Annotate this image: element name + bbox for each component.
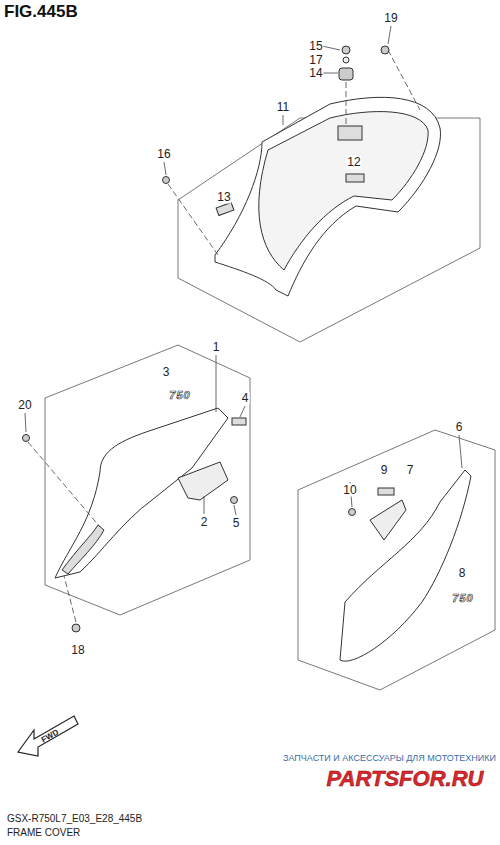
frame-cover-inner xyxy=(178,462,228,500)
cushion xyxy=(72,624,80,632)
washer xyxy=(343,57,349,63)
callout-number: 18 xyxy=(70,644,85,657)
callout-number: 3 xyxy=(162,366,171,379)
figure-title: FIG.445B xyxy=(4,2,78,22)
callout-number: 10 xyxy=(342,484,357,497)
screw xyxy=(349,509,356,516)
callout-number: 13 xyxy=(216,191,231,204)
callout-number: 14 xyxy=(308,67,323,80)
screw xyxy=(163,177,170,184)
callout-number: 4 xyxy=(241,392,250,405)
seat-cowl xyxy=(215,97,441,296)
model-decal: 750 xyxy=(168,389,191,402)
callout-number: 16 xyxy=(156,148,171,161)
callout-number: 5 xyxy=(232,517,241,530)
callout-number: 17 xyxy=(308,54,323,67)
footer-text: FRAME COVER xyxy=(6,826,81,839)
screw xyxy=(231,497,238,504)
label-sticker xyxy=(378,488,394,495)
frame-cover-inner xyxy=(370,500,406,540)
seat-cowl-bracket xyxy=(338,126,362,140)
forward-arrow xyxy=(18,716,78,756)
watermark: ЗАПЧАСТИ И АКСЕССУАРЫ ДЛЯ МОТОТЕХНИКИ xyxy=(282,752,497,765)
frame-cover-left xyxy=(55,408,228,578)
label-sticker xyxy=(232,418,246,425)
callout-number: 12 xyxy=(346,156,361,169)
label-sticker xyxy=(216,203,234,216)
group-frame xyxy=(298,430,495,690)
frame-cover-right xyxy=(340,470,471,661)
callout-number: 6 xyxy=(455,421,464,434)
cushion xyxy=(339,68,353,80)
footer-text: GSX-R750L7_E03_E28_445B xyxy=(6,812,143,825)
group-frame xyxy=(45,345,250,615)
frame-cover-tab xyxy=(62,525,104,574)
callout-number: 7 xyxy=(406,464,415,477)
label-sticker xyxy=(346,174,364,182)
screw xyxy=(381,46,389,54)
callout-number: 15 xyxy=(308,40,323,53)
bolt xyxy=(342,46,350,54)
callout-number: 9 xyxy=(380,464,389,477)
screw xyxy=(23,435,30,442)
callout-number: 11 xyxy=(276,101,290,114)
seat-cowl-inner xyxy=(259,112,428,270)
watermark: PARTSFOR.RU xyxy=(326,767,485,791)
callout-number: 20 xyxy=(17,399,32,412)
callout-number: 1 xyxy=(212,341,221,354)
callout-number: 19 xyxy=(383,12,398,25)
model-decal: 750 xyxy=(451,592,474,605)
callout-number: 2 xyxy=(200,516,209,529)
callout-number: 8 xyxy=(458,567,467,580)
